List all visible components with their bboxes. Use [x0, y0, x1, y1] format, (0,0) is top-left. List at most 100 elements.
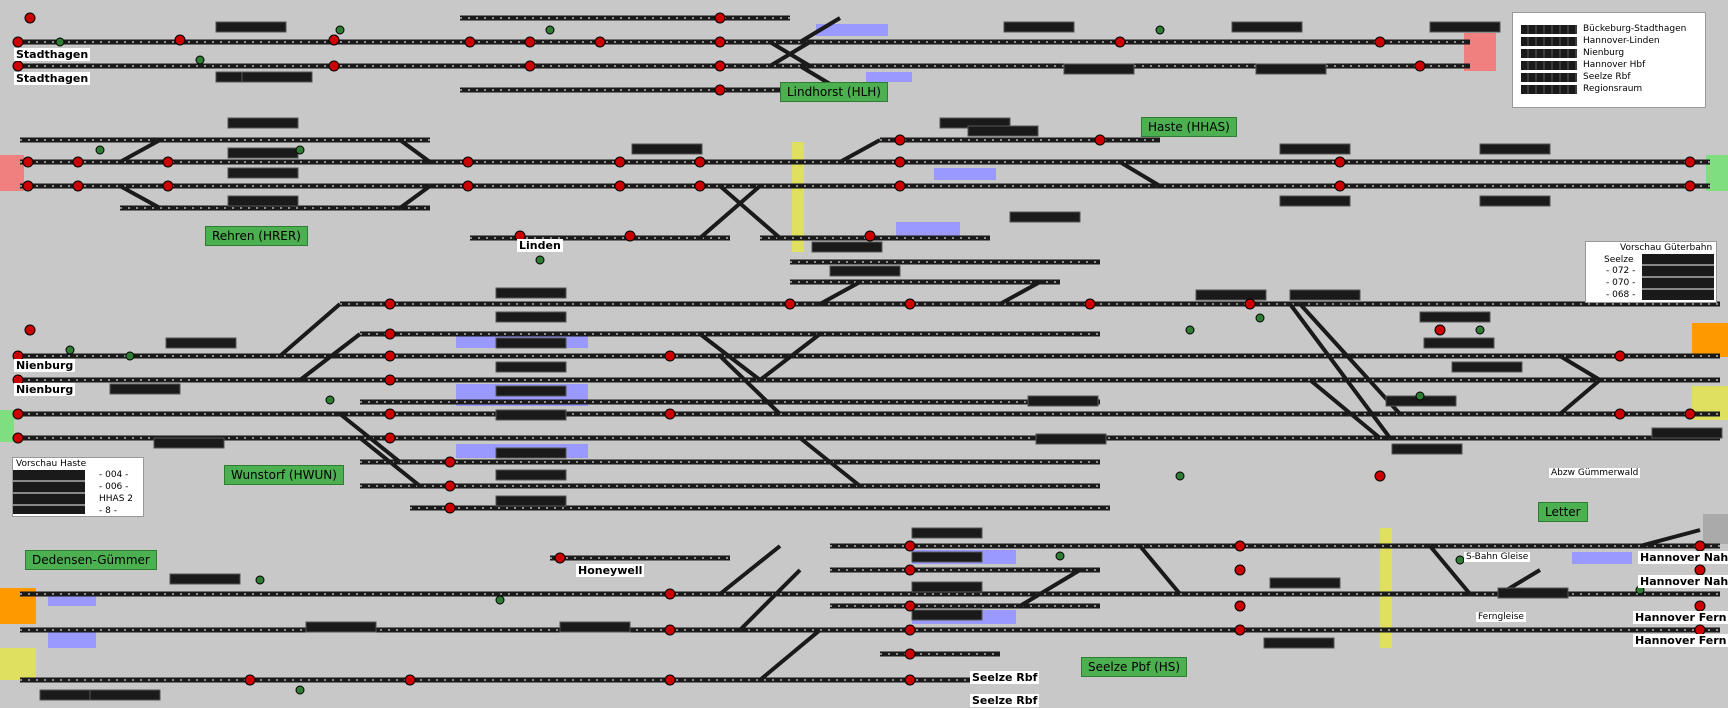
legend-label: Nienburg — [1583, 48, 1625, 58]
station-label-dedensen[interactable]: Dedensen-Gümmer — [25, 550, 157, 570]
block-indicator — [1195, 289, 1267, 301]
station-label-rehren[interactable]: Rehren (HRER) — [205, 226, 308, 246]
station-label-letter[interactable]: Letter — [1538, 502, 1588, 522]
signal-icon — [784, 298, 796, 310]
shunt-signal-icon — [195, 55, 205, 65]
signal-icon — [664, 624, 676, 636]
preview-gueterbahn-subtitle: Seelze — [1604, 255, 1634, 265]
signal-icon — [1684, 408, 1696, 420]
track-connector — [358, 436, 422, 488]
block-indicator — [169, 573, 241, 585]
occupied-section — [48, 594, 96, 606]
preview-haste-panel: Vorschau Haste - 004 - - 006 - HHAS 2 - … — [12, 457, 144, 517]
signal-icon — [12, 36, 24, 48]
track-connector — [758, 332, 822, 382]
signal-icon — [664, 674, 676, 686]
signal-icon — [614, 156, 626, 168]
track-connector — [1558, 378, 1602, 416]
legend-row[interactable]: Bückeburg-Stadthagen — [1513, 23, 1705, 35]
signal-icon — [664, 408, 676, 420]
legend-block-icon — [1521, 24, 1577, 34]
block-indicator — [1451, 361, 1523, 373]
signal-icon — [594, 36, 606, 48]
block-indicator — [911, 527, 983, 539]
shunt-signal-icon — [255, 575, 265, 585]
endpoint-honeywell: Honeywell — [576, 564, 645, 577]
shunt-signal-icon — [1255, 313, 1265, 323]
signal-icon — [384, 432, 396, 444]
legend-row[interactable]: Seelze Rbf — [1513, 71, 1705, 83]
block-indicator — [1429, 21, 1501, 33]
signal-icon — [24, 324, 36, 336]
edge-marker — [0, 648, 36, 680]
edge-marker — [1692, 323, 1728, 357]
legend-row[interactable]: Hannover-Linden — [1513, 35, 1705, 47]
signal-icon — [384, 328, 396, 340]
signal-icon — [1434, 324, 1446, 336]
signal-icon — [12, 432, 24, 444]
preview-gueterbahn-item: - 068 - — [1606, 290, 1636, 300]
shunt-signal-icon — [295, 685, 305, 695]
block-indicator — [829, 265, 901, 277]
legend-label: Bückeburg-Stadthagen — [1583, 24, 1687, 34]
block-indicator — [1391, 443, 1463, 455]
legend-label: Hannover-Linden — [1583, 36, 1660, 46]
legend-block-icon — [1521, 48, 1577, 58]
occupied-section — [48, 628, 96, 648]
block-indicator — [495, 337, 567, 349]
signal-icon — [664, 350, 676, 362]
signal-icon — [462, 156, 474, 168]
track-connector — [718, 354, 782, 416]
endpoint-stadthagen-2: Stadthagen — [14, 72, 91, 85]
legend-label: Hannover Hbf — [1583, 60, 1646, 70]
track-connector — [768, 40, 812, 68]
shunt-signal-icon — [1055, 551, 1065, 561]
edge-marker — [0, 410, 14, 442]
track-connector — [398, 184, 432, 210]
track-connector — [1298, 302, 1402, 416]
shunt-signal-icon — [545, 25, 555, 35]
track-connector — [1288, 302, 1392, 440]
preview-gueterbahn-item: - 072 - — [1606, 266, 1636, 276]
signal-icon — [12, 408, 24, 420]
signal-icon — [174, 34, 186, 46]
station-label-wunstorf[interactable]: Wunstorf (HWUN) — [224, 465, 344, 485]
signal-icon — [694, 156, 706, 168]
block-indicator — [1063, 63, 1135, 75]
crossing-marker — [1380, 528, 1392, 648]
signal-icon — [22, 180, 34, 192]
track-connector — [119, 138, 161, 164]
signal-icon — [404, 674, 416, 686]
signal-icon — [462, 180, 474, 192]
legend-row[interactable]: Hannover Hbf — [1513, 59, 1705, 71]
track-connector — [999, 280, 1041, 306]
block-indicator — [1009, 211, 1081, 223]
block-indicator — [153, 437, 225, 449]
signal-icon — [904, 648, 916, 660]
signal-icon — [1614, 408, 1626, 420]
track-connector — [398, 138, 432, 164]
track-connector — [718, 544, 782, 596]
signal-icon — [1694, 540, 1706, 552]
block-indicator — [1279, 195, 1351, 207]
signal-icon — [1244, 298, 1256, 310]
block-indicator — [305, 621, 377, 633]
station-label-seelze[interactable]: Seelze Pbf (HS) — [1081, 657, 1188, 677]
legend-row[interactable]: Regionsraum — [1513, 83, 1705, 95]
block-indicator — [631, 143, 703, 155]
signal-icon — [554, 552, 566, 564]
signal-icon — [464, 36, 476, 48]
occupied-section — [934, 168, 996, 180]
signal-icon — [1234, 540, 1246, 552]
station-label-haste[interactable]: Haste (HHAS) — [1141, 117, 1237, 137]
track-connector — [698, 332, 762, 382]
track-connector — [1558, 354, 1602, 382]
block-indicator — [1419, 311, 1491, 323]
preview-gueterbahn-blocks — [1642, 254, 1714, 300]
legend-block-icon — [1521, 84, 1577, 94]
station-label-lindhorst[interactable]: Lindhorst (HLH) — [780, 82, 888, 102]
track-connector — [798, 436, 862, 488]
shunt-signal-icon — [535, 255, 545, 265]
legend-block-icon — [1521, 72, 1577, 82]
legend-row[interactable]: Nienburg — [1513, 47, 1705, 59]
